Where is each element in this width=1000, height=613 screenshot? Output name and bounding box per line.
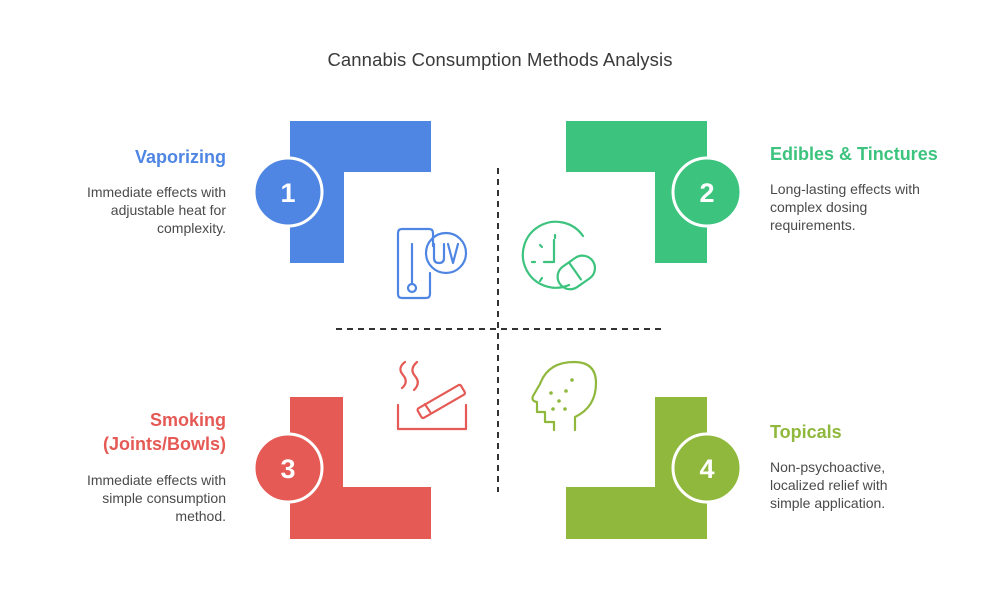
quadrant-3-shape	[290, 397, 431, 539]
quadrant-2-shape	[566, 121, 707, 263]
quadrant-3-description: Immediate effects with simple consumptio…	[86, 472, 226, 524]
quadrant-3-number: 3	[252, 432, 324, 504]
quadrant-2-description: Long-lasting effects with complex dosing…	[770, 181, 920, 233]
quadrant-1-description: Immediate effects with adjustable heat f…	[86, 184, 226, 236]
svg-text:1: 1	[280, 178, 295, 208]
svg-text:3: 3	[280, 454, 295, 484]
quadrant-4-heading: Topicals	[770, 422, 842, 442]
quadrant-3-heading: Smoking (Joints/Bowls)	[102, 410, 226, 454]
vaporizer-uv-icon	[396, 227, 468, 300]
face-skin-icon	[531, 360, 598, 432]
svg-text:2: 2	[699, 178, 714, 208]
quadrant-1-shape	[290, 121, 431, 263]
clock-pill-icon	[521, 220, 597, 291]
cigarette-smoke-icon	[396, 360, 468, 431]
quadrant-2-number: 2	[671, 156, 743, 228]
quadrant-4-number: 4	[671, 432, 743, 504]
quadrant-1-heading: Vaporizing	[134, 147, 226, 167]
quadrant-4-shape	[566, 397, 707, 539]
quadrant-2-heading: Edibles & Tinctures	[770, 144, 938, 164]
quadrant-1-number: 1	[252, 156, 324, 228]
svg-text:4: 4	[699, 454, 714, 484]
quadrant-4-description: Non-psychoactive, localized relief with …	[770, 459, 888, 511]
skin-dots	[549, 378, 574, 411]
diagram-title: Cannabis Consumption Methods Analysis	[327, 49, 673, 70]
